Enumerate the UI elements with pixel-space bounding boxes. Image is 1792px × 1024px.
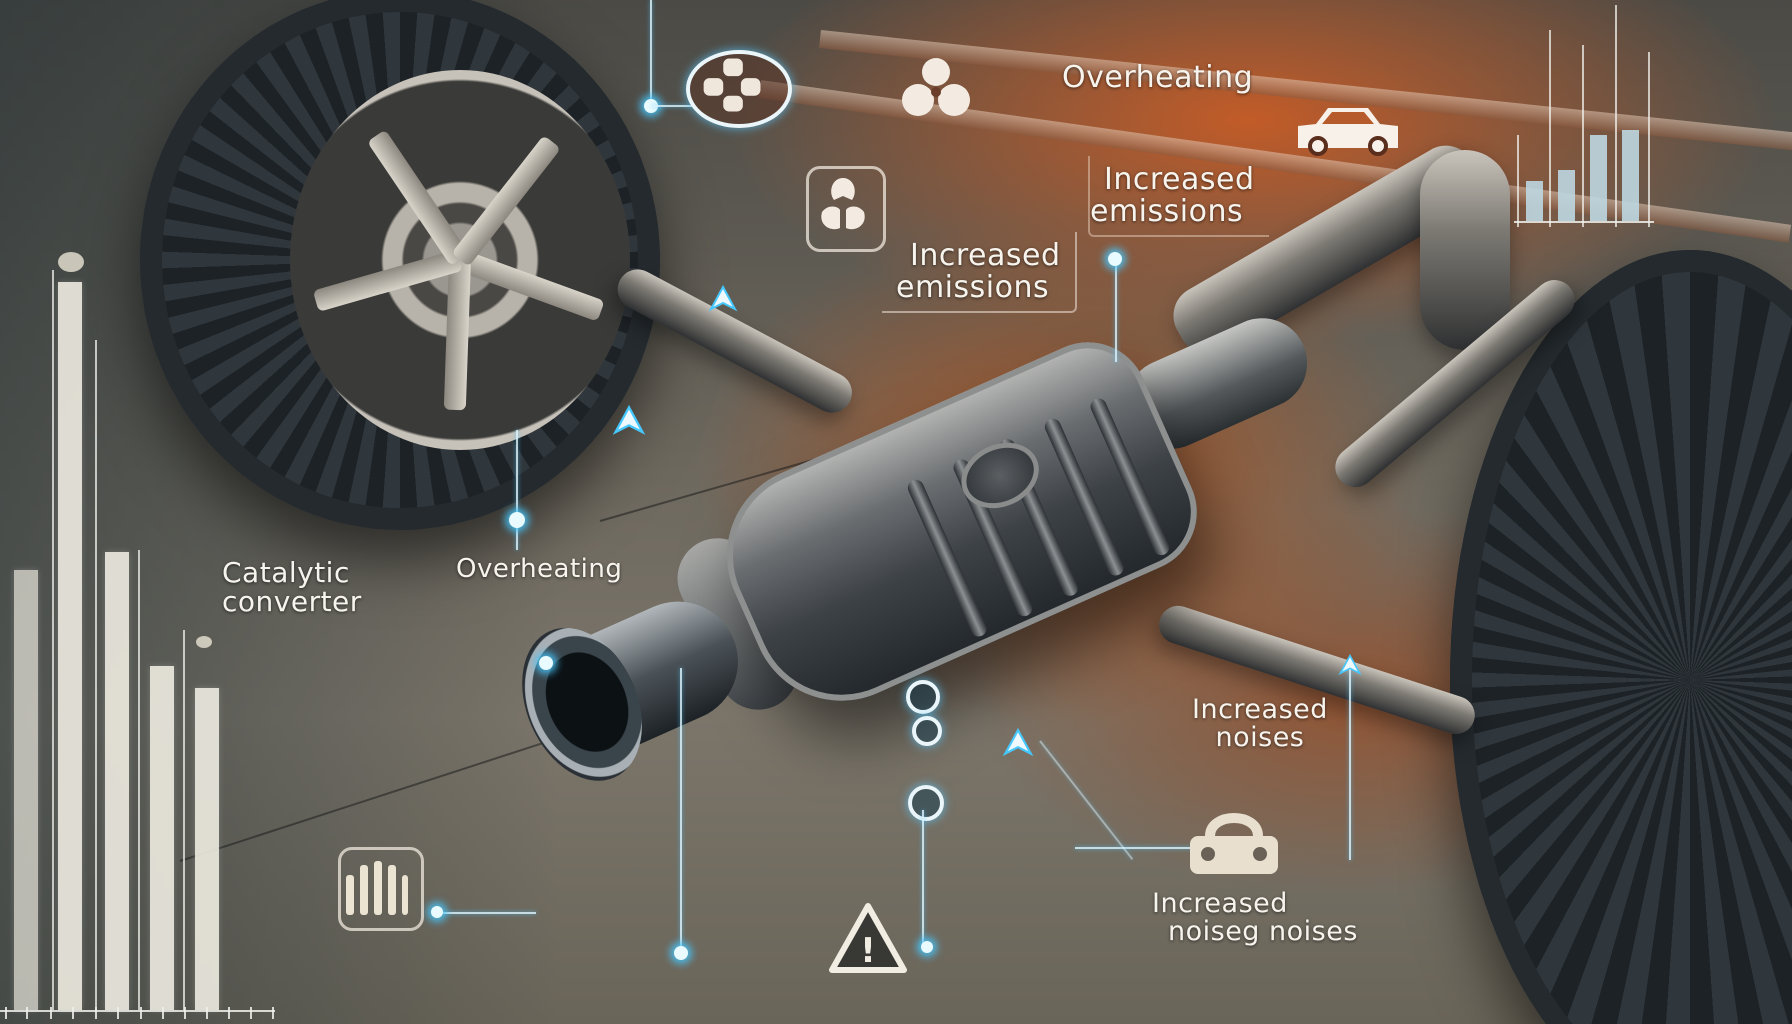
callout-leader-line [1075,847,1215,849]
label-increased-noises-bottom: Increased noiseg noises [1152,888,1358,948]
arrow-pointer-icon [1338,654,1362,676]
callout-node [921,941,933,953]
label-increased-emissions-mid: Increased emissions [882,232,1077,313]
callout-ring [906,680,940,714]
radiation-icon [902,58,970,116]
chart-bar [195,688,219,1010]
label-line: noiseg noises [1168,916,1358,948]
callout-leader-line [680,668,682,958]
axis-tick [206,1007,208,1019]
axis-tick [272,1007,274,1019]
axis-tick [140,1007,142,1019]
callout-node [1108,252,1122,266]
label-line: converter [222,585,362,619]
callout-leader-line [650,0,652,105]
axis-tick [26,1007,28,1019]
label-catalytic-converter: Catalytic converter [222,558,362,617]
chart-bar [58,282,82,1010]
label-line: Increased [1152,888,1288,919]
chart-marker [58,252,84,272]
wheel-spoke [456,249,605,322]
callout-node [539,656,553,670]
radiation-icon [821,178,865,230]
chart-bar [14,570,38,1010]
axis-tick [72,1007,74,1019]
chart-gridline [1517,135,1519,227]
label-line: Increased [910,238,1061,273]
label-line: Increased [1104,162,1255,197]
label-text: Overheating [456,554,623,584]
radiation-icon-box [806,166,886,252]
label-increased-noises-right: Increased noises [1192,694,1328,754]
callout-node [644,99,658,113]
car-icon [1298,108,1398,156]
callout-ring [908,785,944,821]
arrow-pointer-icon [708,285,738,312]
label-overheating-left: Overheating [456,554,623,584]
callout-node [431,906,443,918]
callout-leader-line [1349,660,1351,860]
axis-tick [95,1007,97,1019]
callout-node [509,512,525,528]
chart-gridline [138,550,140,1010]
wheel-spoke [443,259,471,410]
callout-leader-line [436,912,536,914]
callout-node [674,946,688,960]
chart-gridline [1648,52,1650,227]
chart-bar [105,552,129,1010]
callout-leader-line [1039,740,1134,860]
chart-gridline [95,340,97,1010]
label-overheating-top: Overheating [1062,62,1253,94]
axis-tick [184,1007,186,1019]
chart-gridline [183,630,185,1010]
chart-marker [196,636,212,648]
chart-bar [1558,170,1575,221]
fan-icon [686,50,792,128]
chart-bar [150,666,174,1010]
chart-bar [1590,135,1607,221]
wheel-spoke [313,249,464,312]
chart-x-axis [0,1010,275,1012]
label-text: Overheating [1062,60,1254,95]
chart-gridline [1549,30,1551,227]
chart-gridline [1582,45,1584,227]
chart-bar [1622,130,1639,221]
arrow-pointer-icon [1002,728,1034,757]
axis-tick [162,1007,164,1019]
callout-leader-line [652,105,692,107]
arrow-pointer-icon [612,405,646,435]
axis-tick [250,1007,252,1019]
sound-bars-icon [338,847,424,931]
left-wheel-rim [290,70,630,450]
callout-leader-line [1115,262,1117,362]
label-line: emissions [1090,193,1244,229]
svg-text:!: ! [860,931,876,971]
chart-gridline [1615,5,1617,227]
chart-gridline [52,270,54,1010]
label-line: Increased [1192,694,1328,725]
axis-tick [50,1007,52,1019]
callout-leader-line [516,430,518,550]
label-line: noises [1215,722,1305,754]
chart-bar [1526,181,1543,221]
chart-x-axis [1514,221,1654,223]
warning-triangle-icon: ! [829,903,907,973]
wheel-spoke [451,135,561,267]
axis-tick [5,1007,7,1019]
wheel-spoke [367,129,470,267]
callout-leader-line [922,810,924,950]
axis-tick [228,1007,230,1019]
label-increased-emissions-top: Increased emissions [1088,156,1269,237]
label-line: Catalytic [222,556,350,589]
label-line: emissions [896,269,1050,305]
left-tire [140,0,660,530]
callout-ring [912,716,942,746]
car-icon [1190,813,1278,874]
exhaust-pipe-bend [1420,150,1510,350]
axis-tick [117,1007,119,1019]
